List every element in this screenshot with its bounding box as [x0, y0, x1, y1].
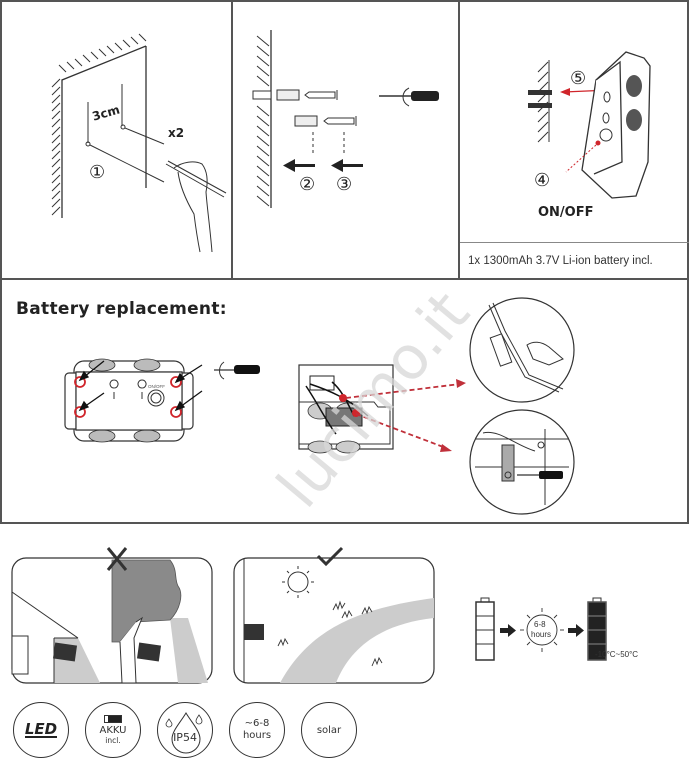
step2-3-panel: ② ③ — [231, 0, 460, 280]
hand-pencil-icon — [165, 160, 227, 253]
screw-icon — [304, 90, 357, 126]
step4-5-panel: ⑤ ④ ON/OFF 1x 1300mAh 3.7V Li-ion batter… — [458, 0, 689, 280]
battery-full-icon — [587, 597, 607, 661]
step-number-5: ⑤ — [570, 68, 587, 89]
tree-icon — [111, 559, 182, 643]
akku-badge: AKKU incl. — [85, 702, 141, 758]
mount-light-illustration — [528, 51, 651, 199]
led-icon: LED — [24, 720, 58, 738]
anchor-screw-illustration — [252, 30, 439, 208]
good-placement-illustration — [233, 546, 435, 684]
charge-duration-line1: 6-8 — [534, 620, 546, 629]
screw-highlight-icon — [74, 376, 182, 418]
solar-badge: solar — [301, 702, 357, 758]
count-label: x2 — [168, 126, 185, 140]
step-number-4: ④ — [534, 170, 551, 191]
hours-sublabel: hours — [242, 730, 272, 741]
battery-replacement-panel: Battery replacement: — [0, 278, 689, 524]
charging-diagram — [475, 597, 607, 661]
cross-icon — [106, 547, 128, 571]
bad-placement-illustration — [11, 547, 213, 684]
battery-note-divider — [460, 242, 689, 243]
step-number-1: ① — [89, 162, 106, 183]
connector-detail-illustration — [469, 297, 575, 403]
screwdriver-icon — [214, 361, 260, 380]
solar-light-icon — [244, 624, 264, 640]
sun-icon — [520, 608, 564, 652]
callout-arrows — [345, 379, 466, 452]
back-plate-screws-illustration — [64, 358, 260, 443]
solar-label: solar — [316, 724, 342, 736]
step-number-3: ③ — [336, 174, 353, 195]
battery-note: 1x 1300mAh 3.7V Li-ion battery incl. — [468, 255, 653, 267]
wall-anchor-icon — [276, 89, 318, 127]
solar-light-icon — [52, 642, 162, 662]
check-icon — [316, 546, 344, 567]
wall-hatching — [51, 33, 147, 216]
hours-label: ~6-8 — [244, 718, 270, 729]
ip54-label: IP54 — [173, 730, 197, 744]
battery-replacement-heading: Battery replacement: — [16, 299, 227, 319]
water-drop-icon — [165, 712, 203, 754]
opened-housing-illustration — [298, 364, 394, 454]
battery-icon — [104, 715, 122, 723]
akku-label: AKKU — [99, 725, 127, 736]
arrow-icon — [78, 360, 203, 412]
arrow-left-icon — [283, 159, 363, 172]
ip54-badge: IP54 — [157, 702, 213, 758]
akku-sublabel: incl. — [105, 736, 121, 745]
charge-duration-line2: hours — [531, 630, 552, 639]
arrow-right-icon — [500, 624, 584, 637]
on-off-mini-label: ON/OFF — [148, 384, 165, 389]
wall-marking-illustration — [51, 33, 227, 253]
sun-icon — [282, 566, 314, 598]
on-off-label: ON/OFF — [538, 205, 594, 220]
hours-badge: ~6-8 hours — [229, 702, 285, 758]
red-arrow-icon — [560, 88, 570, 96]
temperature-range: -10°C~50°C — [595, 650, 639, 659]
screw-detail-illustration — [469, 409, 575, 515]
led-badge: LED — [13, 702, 69, 758]
step1-panel: 3cm x2 ① — [0, 0, 233, 280]
step-number-2: ② — [299, 174, 316, 195]
grass-icon — [277, 600, 383, 667]
screwdriver-icon — [539, 471, 563, 479]
battery-empty-icon — [475, 597, 495, 661]
screwdriver-icon — [379, 87, 439, 107]
